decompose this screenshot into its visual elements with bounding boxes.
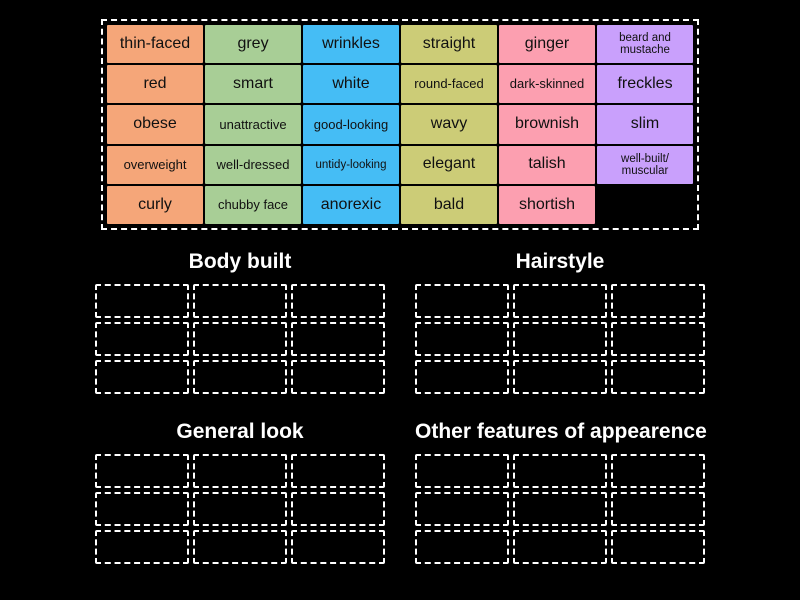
drop-slot[interactable] [291,284,385,318]
word-tile[interactable]: anorexic [303,185,399,224]
drop-slot[interactable] [415,530,509,564]
drop-slot[interactable] [611,492,705,526]
word-tile[interactable]: white [303,65,399,104]
word-tile[interactable]: elegant [401,145,497,184]
word-tile[interactable]: overweight [107,145,203,184]
drop-slot[interactable] [513,492,607,526]
drop-slot[interactable] [291,530,385,564]
drop-slot[interactable] [95,530,189,564]
dropzone-grid-general-look[interactable] [95,454,385,564]
drop-slot[interactable] [95,360,189,394]
drop-slot[interactable] [193,322,287,356]
word-tile[interactable]: curly [107,185,203,224]
drop-slot[interactable] [513,454,607,488]
drop-slot[interactable] [611,454,705,488]
drop-slot[interactable] [193,454,287,488]
category-other-features: Other features of appearence [415,418,707,564]
drop-slot[interactable] [291,322,385,356]
category-title-other-features: Other features of appearence [415,420,707,443]
drop-slot[interactable] [193,284,287,318]
category-general-look: General look [95,418,385,564]
drop-slot[interactable] [513,284,607,318]
drop-slot[interactable] [95,322,189,356]
word-tile[interactable]: untidy-looking [303,145,399,184]
drop-slot[interactable] [415,492,509,526]
word-tile[interactable]: good-looking [303,105,399,144]
word-tile[interactable]: smart [205,65,301,104]
word-tile[interactable]: wavy [401,105,497,144]
drop-slot[interactable] [513,360,607,394]
category-title-body-built: Body built [188,250,292,273]
drop-slot[interactable] [611,284,705,318]
drop-slot[interactable] [513,322,607,356]
word-tile[interactable]: well-built/ muscular [597,145,693,184]
word-tile[interactable]: round-faced [401,65,497,104]
drop-slot[interactable] [415,454,509,488]
word-tile[interactable]: straight [401,25,497,64]
word-tile[interactable]: slim [597,105,693,144]
word-tile[interactable]: dark-skinned [499,65,595,104]
category-hairstyle: Hairstyle [415,248,705,394]
word-tile[interactable]: wrinkles [303,25,399,64]
word-tile[interactable]: shortish [499,185,595,224]
dropzone-grid-hairstyle[interactable] [415,284,705,394]
word-tile[interactable]: well-dressed [205,145,301,184]
drop-slot[interactable] [611,530,705,564]
word-tile[interactable]: bald [401,185,497,224]
drop-slot[interactable] [291,360,385,394]
word-tile[interactable]: obese [107,105,203,144]
drop-slot[interactable] [95,492,189,526]
drop-slot[interactable] [611,322,705,356]
word-tile[interactable]: brownish [499,105,595,144]
word-tile[interactable]: ginger [499,25,595,64]
word-tile[interactable]: talish [499,145,595,184]
dropzone-grid-body-built[interactable] [95,284,385,394]
word-tile[interactable]: red [107,65,203,104]
drop-slot[interactable] [291,454,385,488]
drop-slot[interactable] [415,284,509,318]
word-tile[interactable]: chubby face [205,185,301,224]
drop-slot[interactable] [193,492,287,526]
dropzone-grid-other-features[interactable] [415,454,705,564]
category-title-hairstyle: Hairstyle [515,250,605,273]
drop-slot[interactable] [95,454,189,488]
word-tile[interactable]: thin-faced [107,25,203,64]
word-tile[interactable]: freckles [597,65,693,104]
word-tile[interactable]: unattractive [205,105,301,144]
drop-slot[interactable] [193,360,287,394]
drop-slot[interactable] [193,530,287,564]
word-tile[interactable]: beard and mustache [597,25,693,64]
drop-slot[interactable] [415,360,509,394]
drop-slot[interactable] [95,284,189,318]
category-body-built: Body built [95,248,385,394]
drop-slot[interactable] [415,322,509,356]
category-title-general-look: General look [176,420,304,443]
word-tile[interactable]: grey [205,25,301,64]
drop-slot[interactable] [291,492,385,526]
word-tile-empty [597,186,693,224]
drop-slot[interactable] [611,360,705,394]
drop-slot[interactable] [513,530,607,564]
